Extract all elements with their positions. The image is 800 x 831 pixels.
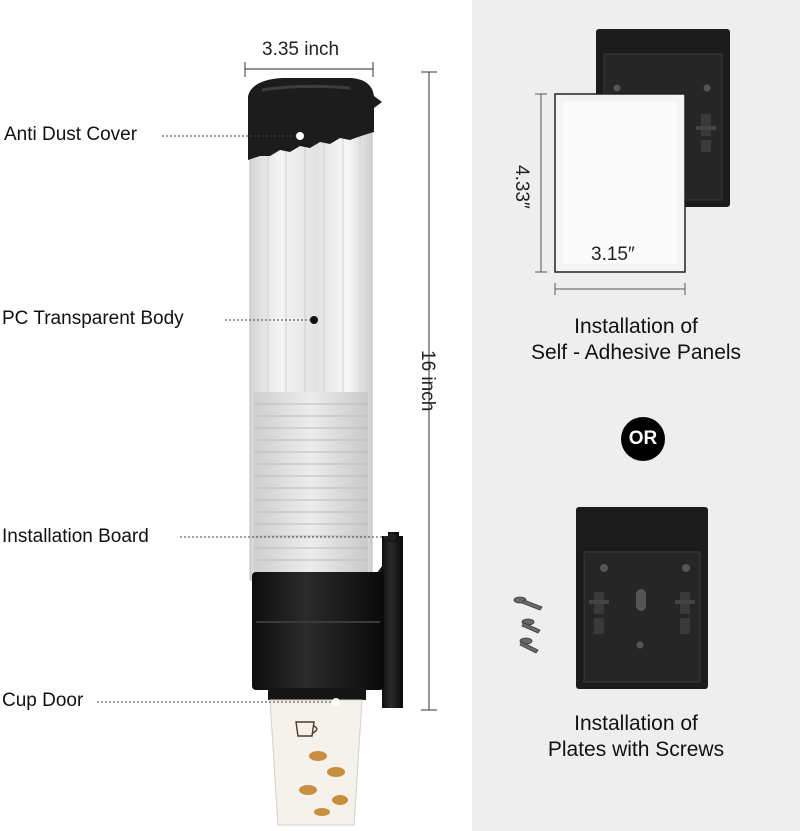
or-badge: OR — [621, 417, 665, 461]
callout-body: PC Transparent Body — [2, 308, 184, 329]
callout-door: Cup Door — [2, 690, 84, 711]
screws-illustration — [513, 596, 543, 654]
height-dimension-label: 16 inch — [417, 350, 438, 412]
width-dimension-label: 3.35 inch — [262, 39, 340, 60]
panel-height-label: 4.33″ — [511, 165, 532, 209]
stacked-cups — [254, 392, 368, 582]
callout-board: Installation Board — [2, 526, 149, 547]
adhesive-panel-illustration — [513, 29, 730, 689]
paper-cup — [269, 699, 363, 826]
screws-caption-line2: Plates with Screws — [547, 738, 725, 761]
panel-width-label: 3.15″ — [591, 244, 635, 265]
callout-dust-cover: Anti Dust Cover — [4, 124, 138, 145]
anti-dust-cover — [248, 78, 382, 160]
installation-board — [382, 536, 403, 708]
cup-door-housing — [252, 572, 384, 690]
installation-options-panel: 4.33″ 3.15″ Installation of Self - Adhes… — [472, 0, 800, 831]
cup-dispenser-illustration — [97, 62, 437, 826]
adhesive-caption-line2: Self - Adhesive Panels — [530, 341, 742, 364]
adhesive-caption-line1: Installation of — [574, 315, 698, 338]
screws-caption-line1: Installation of — [574, 712, 698, 735]
product-illustration-panel: 3.35 inch 16 inch Anti Dust Cover PC Tra… — [2, 39, 438, 826]
